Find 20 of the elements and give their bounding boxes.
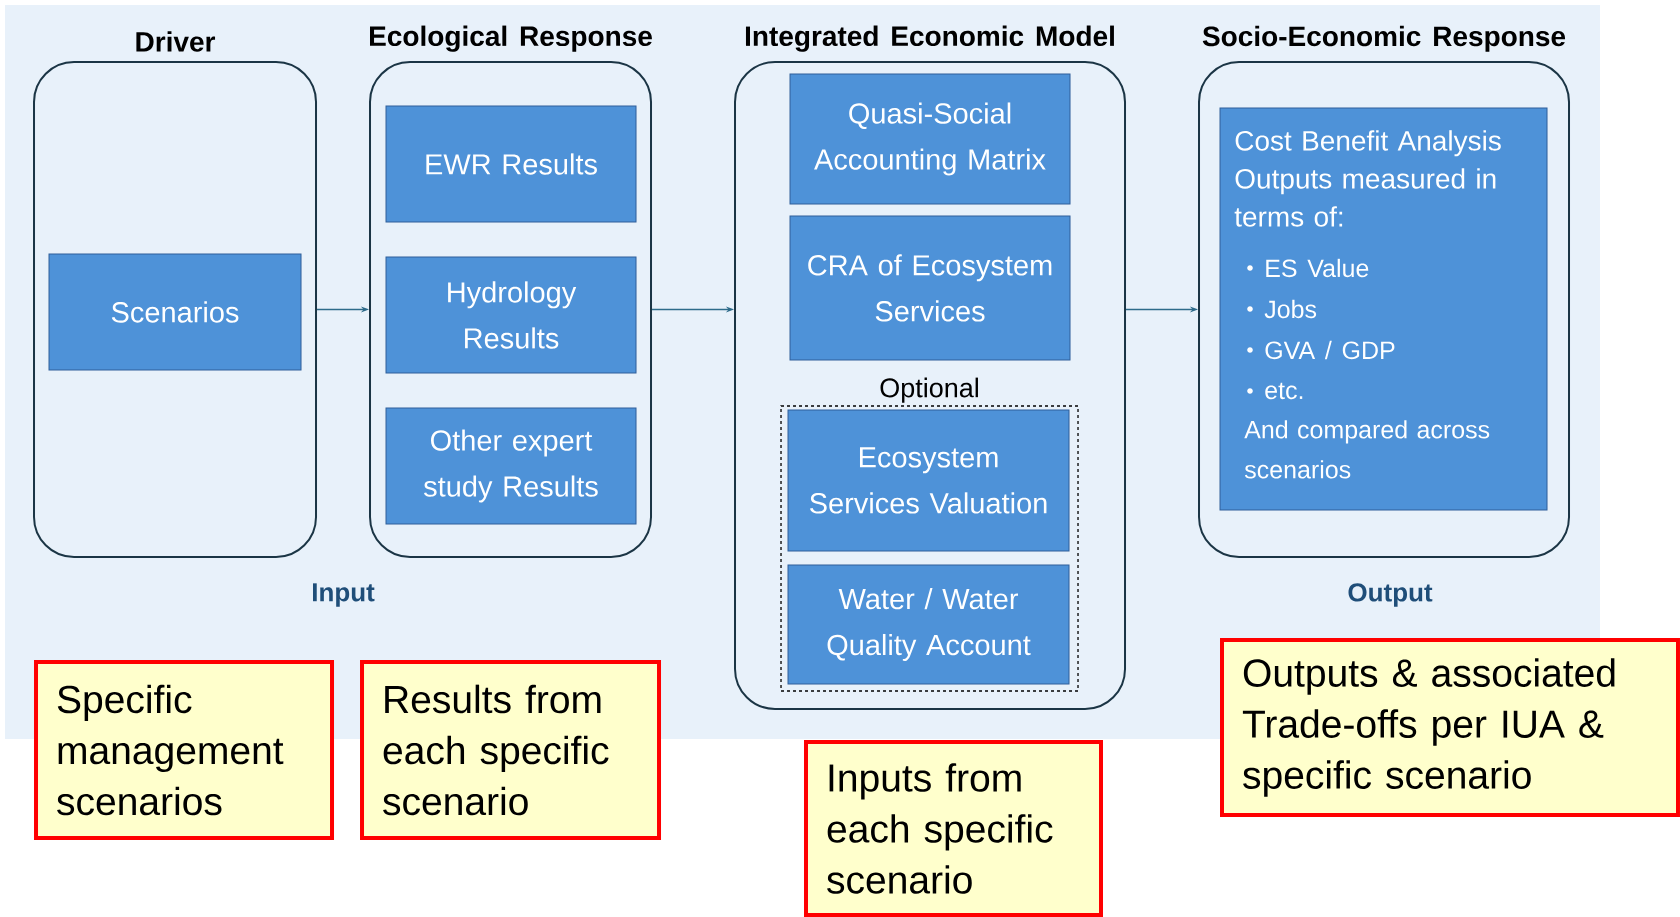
note-box: Specific management scenarios — [34, 660, 334, 840]
process-box: CRA of Ecosystem Services — [789, 215, 1071, 361]
process-box: Scenarios — [48, 253, 302, 371]
process-box: Water / Water Quality Account — [787, 564, 1070, 685]
note-box: Results from each specific scenario — [360, 660, 661, 840]
section-label: Input — [313, 583, 375, 607]
group-heading: Optional — [880, 377, 978, 403]
section-label: Output — [1348, 583, 1433, 607]
list-box: Cost Benefit Analysis Outputs measured in terms of: ES Value Jobs GVA / GDP etc. And compared across scenarios — [1219, 107, 1548, 511]
column-heading: Socio-Economic Response — [1202, 25, 1566, 52]
column-heading: Ecological Response — [370, 25, 652, 52]
note-box: Inputs from each specific scenario — [804, 740, 1103, 917]
column-heading: Driver — [136, 31, 216, 52]
note-box: Outputs & associated Trade-offs per IUA & specific scenario — [1220, 638, 1680, 817]
process-box: Other expert study Results — [385, 407, 637, 525]
column-heading: Integrated Economic Model — [745, 25, 1114, 52]
process-box: EWR Results — [385, 105, 637, 223]
process-box: Hydrology Results — [385, 256, 637, 374]
process-box: Quasi-Social Accounting Matrix — [789, 73, 1071, 205]
process-box: Ecosystem Services Valuation — [787, 409, 1070, 552]
